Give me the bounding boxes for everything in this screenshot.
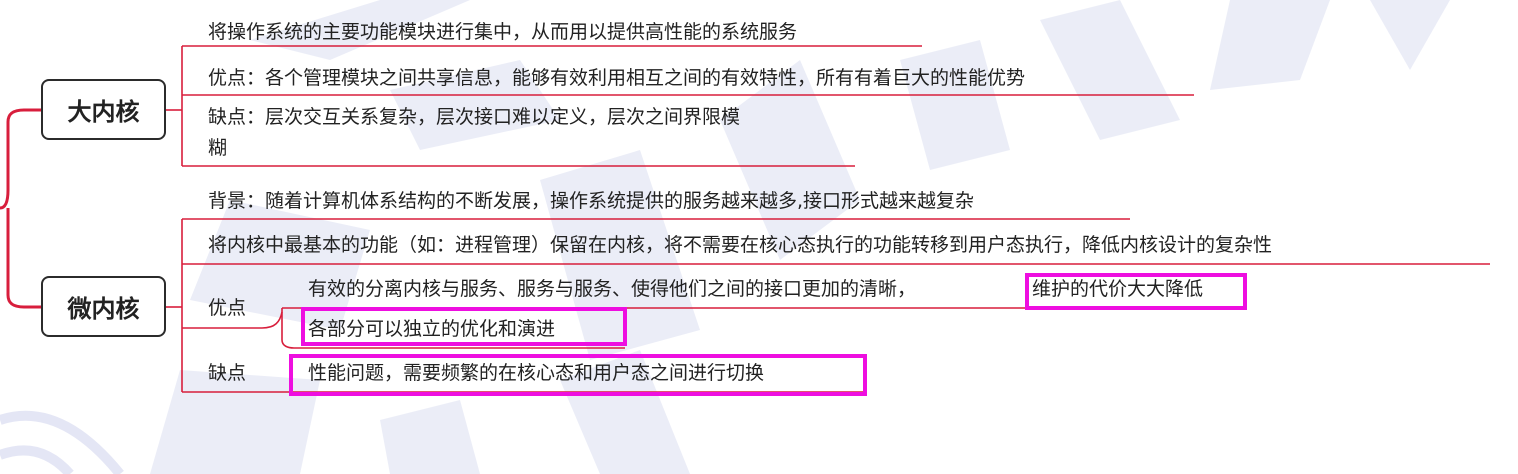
micro-kernel-cons-item-1[interactable]: 性能问题，需要频繁的在核心态和用户态之间进行切换 (308, 362, 765, 384)
micro-kernel-pros-item-1-highlighted[interactable]: 维护的代价大大降低 (1032, 278, 1204, 300)
micro-kernel-pros-label[interactable]: 优点 (208, 297, 247, 319)
macro-kernel-cons-line2[interactable]: 糊 (208, 137, 228, 159)
highlight-box-performance-issue (289, 354, 867, 396)
micro-kernel-pros-item-1[interactable]: 有效的分离内核与服务、服务与服务、使得他们之间的接口更加的清晰， (308, 278, 917, 300)
micro-kernel-background[interactable]: 背景：随着计算机体系结构的不断发展，操作系统提供的服务越来越多,接口形式越来越复… (208, 190, 975, 212)
micro-kernel-description[interactable]: 将内核中最基本的功能（如：进程管理）保留在内核，将不需要在核心态执行的功能转移到… (208, 234, 1273, 256)
root-bracket (0, 108, 41, 309)
highlight-box-independent-optimization (301, 307, 627, 346)
highlight-box-maintenance-cost (1025, 273, 1247, 310)
macro-kernel-pros[interactable]: 优点：各个管理模块之间共享信息，能够有效利用相互之间的有效特性，所有有着巨大的性… (208, 67, 1026, 89)
micro-kernel-node[interactable]: 微内核 (41, 276, 166, 337)
micro-kernel-cons-label[interactable]: 缺点 (208, 362, 247, 384)
macro-kernel-description[interactable]: 将操作系统的主要功能模块进行集中，从而用以提供高性能的系统服务 (208, 21, 798, 43)
micro-kernel-pros-item-2[interactable]: 各部分可以独立的优化和演进 (308, 318, 556, 340)
macro-kernel-node[interactable]: 大内核 (41, 79, 166, 140)
macro-kernel-cons-line1[interactable]: 缺点：层次交互关系复杂，层次接口难以定义，层次之间界限模 (208, 106, 741, 128)
